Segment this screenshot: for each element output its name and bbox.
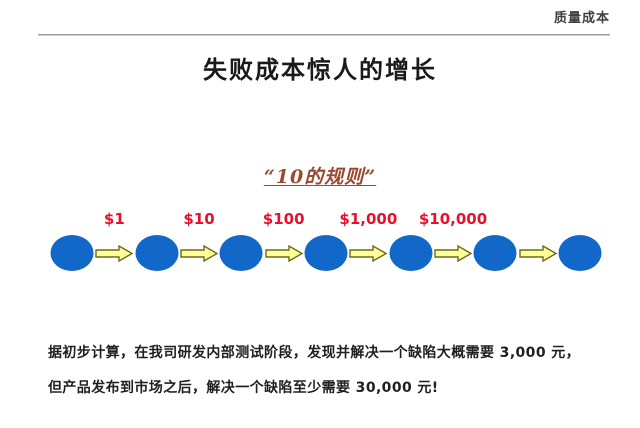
chain-arrow-2-icon: [180, 245, 218, 262]
chain-arrow-6-icon: [518, 245, 557, 262]
cost-label-3: $100: [262, 210, 305, 228]
chain-arrow-4-icon: [349, 245, 388, 262]
chain-node-5: [389, 235, 433, 271]
cost-label-2: $10: [183, 210, 215, 228]
chain-node-7: [558, 235, 602, 271]
subtitle-rule-of-ten: “10的规则”: [263, 166, 377, 188]
chain-node-4: [304, 235, 348, 271]
chain-arrow-1-icon: [95, 245, 134, 262]
cost-label-5: $10,000: [418, 210, 488, 228]
header-divider-rule: [38, 34, 610, 36]
chain-node-6: [473, 235, 517, 271]
slide-header-label: 质量成本: [553, 11, 610, 26]
chain-arrow-5-icon: [434, 245, 472, 262]
chain-node-1: [50, 235, 94, 271]
explanation-paragraph: 据初步计算，在我司研发内部测试阶段，发现并解决一个缺陷大概需要 3,000 元，…: [48, 336, 608, 406]
cost-label-1: $1: [103, 210, 125, 228]
subtitle-block: “10的规则”: [0, 162, 640, 189]
page-title: 失败成本惊人的增长: [203, 56, 437, 84]
chain-node-2: [135, 235, 179, 271]
cost-escalation-diagram: $1 $10 $100 $1,000 $10,000: [40, 210, 612, 288]
explanation-line-1: 据初步计算，在我司研发内部测试阶段，发现并解决一个缺陷大概需要 3,000 元，: [48, 345, 581, 361]
explanation-line-2: 但产品发布到市场之后，解决一个缺陷至少需要 30,000 元!: [48, 380, 439, 396]
chain-arrow-3-icon: [264, 245, 303, 262]
chain-node-3: [219, 235, 263, 271]
cost-label-4: $1,000: [339, 210, 398, 228]
